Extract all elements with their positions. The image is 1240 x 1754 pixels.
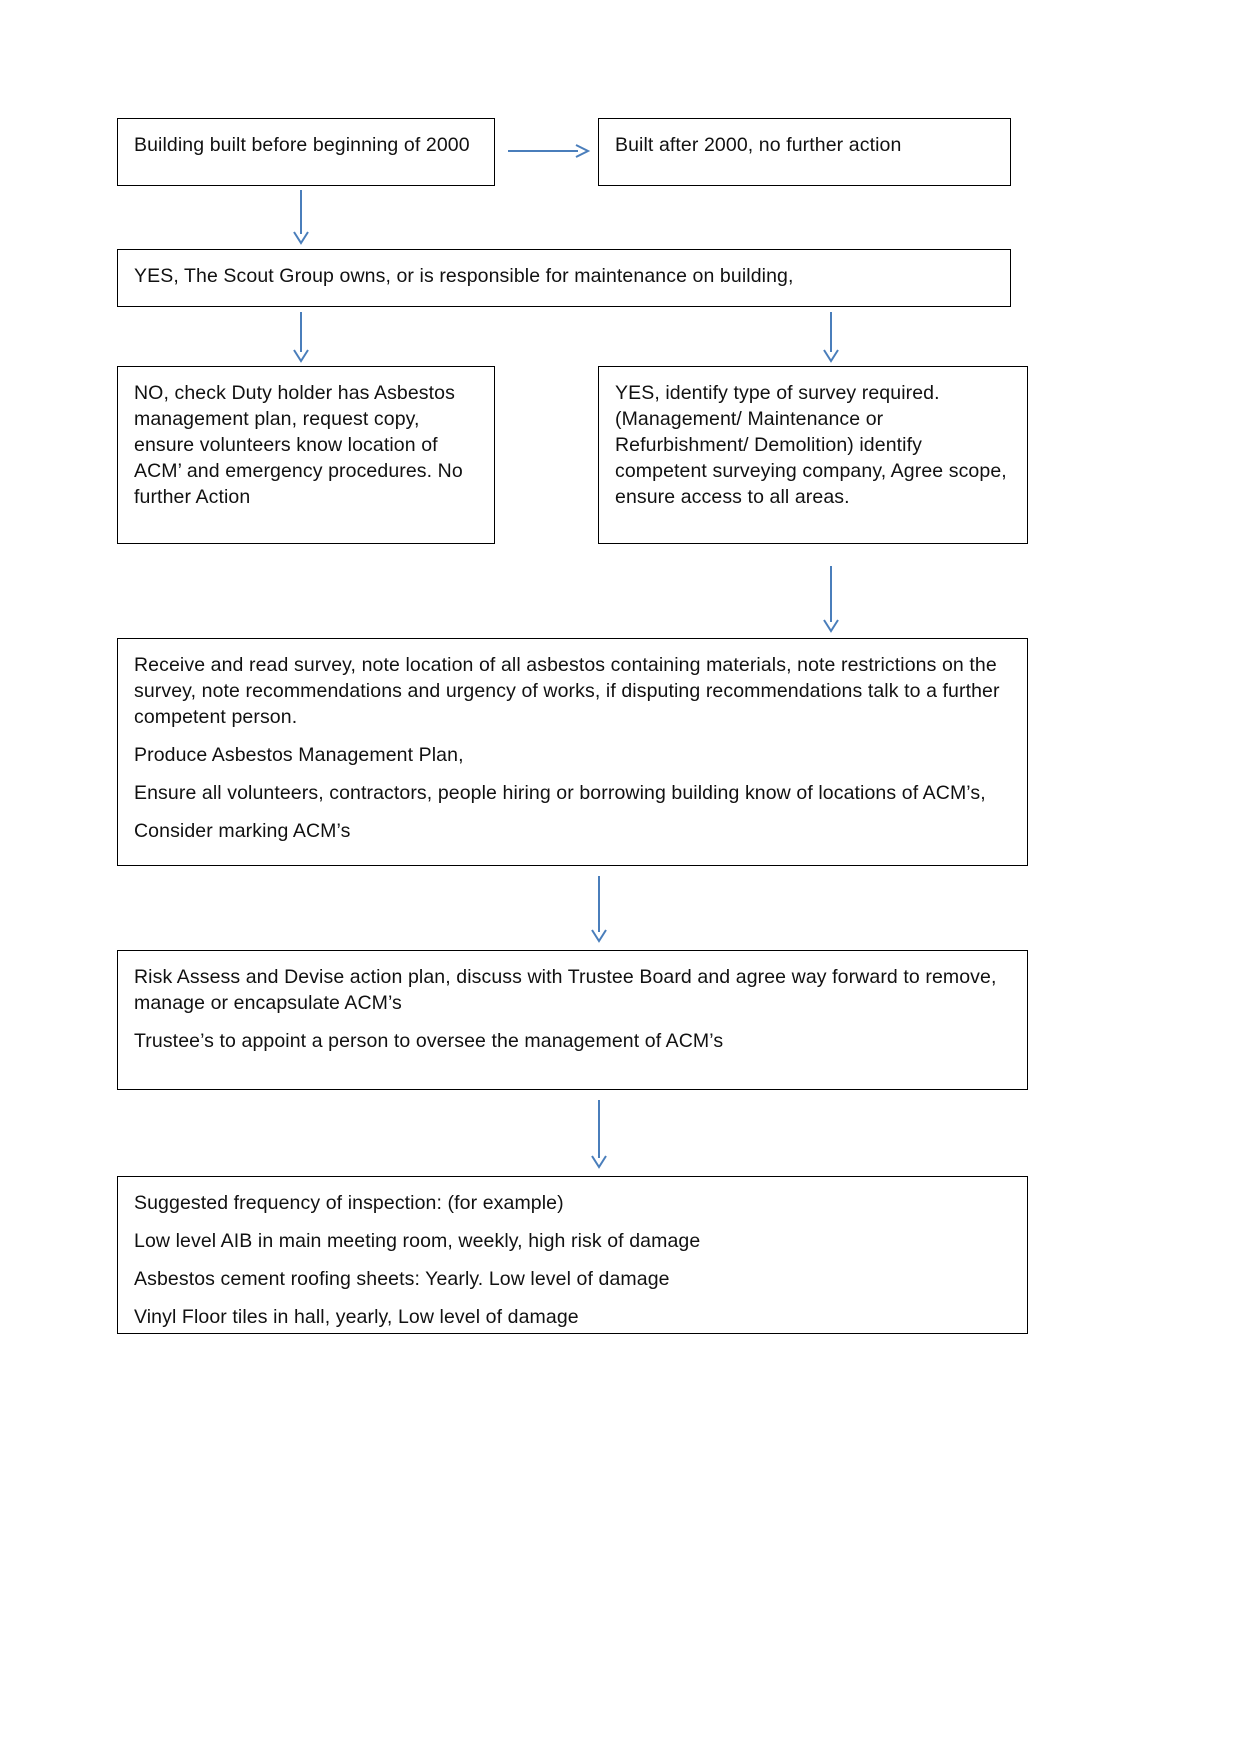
node-receive-survey[interactable]: Receive and read survey, note location o… bbox=[117, 638, 1028, 866]
arrow-yes-identify-survey-to-receive-survey bbox=[818, 566, 844, 634]
node-paragraph: Trustee’s to appoint a person to oversee… bbox=[134, 1029, 724, 1052]
arrow-before-2000-to-scout-group-owns bbox=[288, 190, 314, 246]
node-no-duty-holder[interactable]: NO, check Duty holder has Asbestos manag… bbox=[117, 366, 495, 544]
node-built-after-2000[interactable]: Built after 2000, no further action bbox=[598, 118, 1011, 186]
arrow-risk-assess-to-inspection-frequency bbox=[586, 1100, 612, 1170]
arrow-scout-group-owns-to-yes-identify-survey bbox=[818, 312, 844, 364]
node-paragraph: Produce Asbestos Management Plan, bbox=[134, 743, 464, 766]
node-inspection-frequency[interactable]: Suggested frequency of inspection: (for … bbox=[117, 1176, 1028, 1334]
node-text: Building built before beginning of 2000 bbox=[134, 134, 470, 156]
node-paragraph: Consider marking ACM’s bbox=[134, 819, 351, 842]
arrow-receive-survey-to-risk-assess bbox=[586, 876, 612, 944]
node-risk-assess[interactable]: Risk Assess and Devise action plan, disc… bbox=[117, 950, 1028, 1090]
node-paragraph: Risk Assess and Devise action plan, disc… bbox=[134, 966, 997, 1014]
arrow-scout-group-owns-to-no-duty-holder bbox=[288, 312, 314, 364]
node-text: Built after 2000, no further action bbox=[615, 134, 902, 156]
node-paragraph: Receive and read survey, note location o… bbox=[134, 654, 1000, 728]
node-yes-identify-survey[interactable]: YES, identify type of survey required. (… bbox=[598, 366, 1028, 544]
node-paragraph: Ensure all volunteers, contractors, peop… bbox=[134, 781, 986, 804]
node-scout-group-owns[interactable]: YES, The Scout Group owns, or is respons… bbox=[117, 249, 1011, 307]
node-text: YES, The Scout Group owns, or is respons… bbox=[134, 265, 794, 287]
arrow-before-2000-to-after-2000 bbox=[508, 140, 592, 162]
node-paragraph: Vinyl Floor tiles in hall, yearly, Low l… bbox=[134, 1305, 579, 1328]
node-text: YES, identify type of survey required. (… bbox=[615, 382, 1007, 508]
node-paragraph: Low level AIB in main meeting room, week… bbox=[134, 1229, 701, 1252]
node-text: NO, check Duty holder has Asbestos manag… bbox=[134, 382, 463, 508]
node-building-built-before-2000[interactable]: Building built before beginning of 2000 bbox=[117, 118, 495, 186]
node-paragraph: Suggested frequency of inspection: (for … bbox=[134, 1192, 564, 1214]
node-paragraph: Asbestos cement roofing sheets: Yearly. … bbox=[134, 1267, 670, 1290]
